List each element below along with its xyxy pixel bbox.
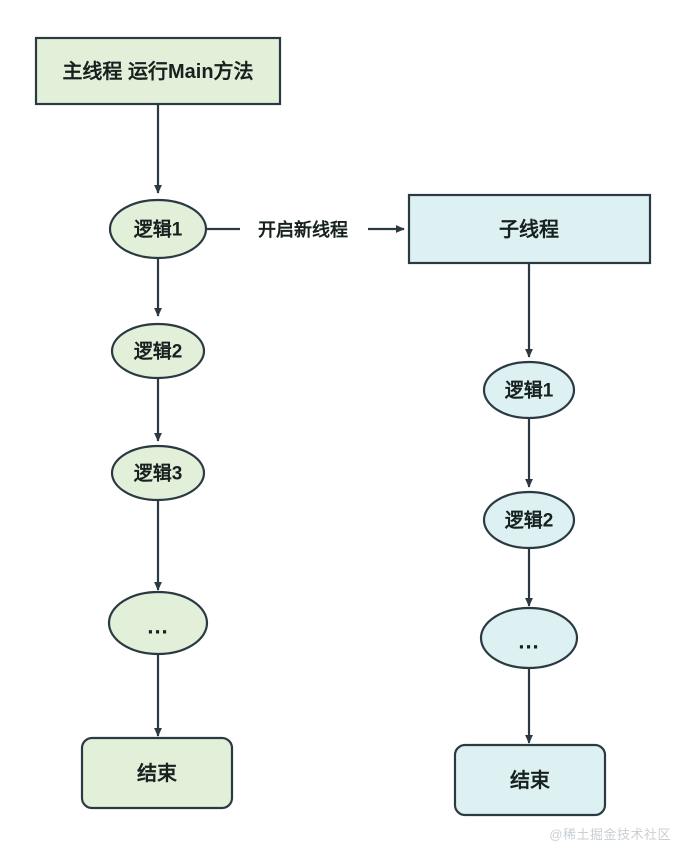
- node-main-logic3[interactable]: 逻辑3: [110, 444, 206, 502]
- node-main-logic2[interactable]: 逻辑2: [110, 322, 206, 380]
- node-child-logic1[interactable]: 逻辑1: [482, 360, 576, 420]
- node-child-more-label: ...: [518, 629, 539, 654]
- node-main-start-label: 主线程 运行Main方法: [62, 59, 253, 83]
- node-child-start-label: 子线程: [499, 217, 559, 241]
- node-main-logic1-shape[interactable]: [108, 198, 208, 260]
- node-child-end[interactable]: 结束: [453, 743, 607, 817]
- node-main-more[interactable]: ...: [107, 590, 209, 656]
- node-main-start[interactable]: 主线程 运行Main方法: [34, 36, 282, 106]
- node-child-logic2[interactable]: 逻辑2: [482, 490, 576, 550]
- node-child-start[interactable]: 子线程: [407, 193, 652, 265]
- watermark: @稀土掘金技术社区: [549, 827, 671, 842]
- edge-label-group: 开启新线程: [240, 214, 368, 244]
- node-main-logic3-shape[interactable]: [110, 444, 206, 502]
- node-main-more-label: ...: [147, 614, 168, 639]
- node-child-logic1-label: 逻辑1: [505, 379, 554, 402]
- edge-label-backdrop: [240, 214, 368, 244]
- node-child-logic1-shape[interactable]: [482, 360, 576, 420]
- node-main-start-shape[interactable]: [34, 36, 282, 106]
- node-child-more-shape[interactable]: [479, 606, 579, 670]
- edge-label-start-new-thread: 开启新线程: [258, 219, 348, 240]
- node-child-logic2-shape[interactable]: [482, 490, 576, 550]
- node-main-logic3-label: 逻辑3: [134, 462, 183, 485]
- node-main-end-label: 结束: [137, 761, 178, 785]
- node-main-logic1[interactable]: 逻辑1: [108, 198, 208, 260]
- node-main-end[interactable]: 结束: [80, 736, 234, 810]
- node-main-logic2-shape[interactable]: [110, 322, 206, 380]
- node-child-start-shape[interactable]: [407, 193, 652, 265]
- node-child-logic2-label: 逻辑2: [505, 509, 554, 532]
- node-main-logic1-label: 逻辑1: [134, 218, 183, 241]
- node-main-end-shape[interactable]: [80, 736, 234, 810]
- node-child-more[interactable]: ...: [479, 606, 579, 670]
- node-child-end-shape[interactable]: [453, 743, 607, 817]
- node-main-more-shape[interactable]: [107, 590, 209, 656]
- node-main-logic2-label: 逻辑2: [134, 340, 183, 363]
- node-child-end-label: 结束: [510, 768, 551, 792]
